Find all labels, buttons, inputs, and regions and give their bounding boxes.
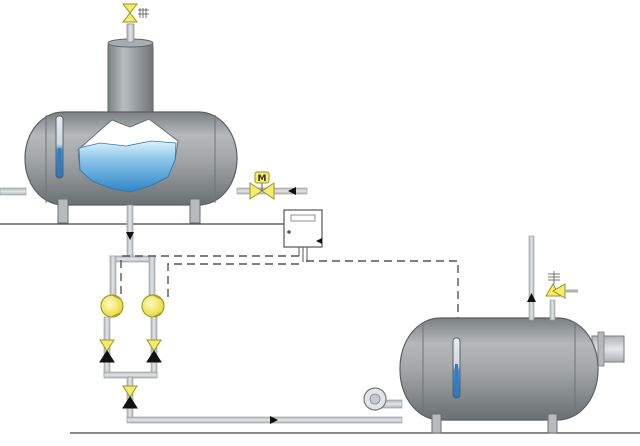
flow-arrow-icon [288,187,296,195]
pump-left[interactable] [100,294,124,318]
check-valve-left[interactable] [99,339,115,363]
level-gauge-icon [452,337,461,399]
signal-lines [120,255,459,322]
flow-arrow-icon [126,232,134,240]
check-valve-right[interactable] [146,339,162,363]
check-valve-icon [146,339,162,363]
blower-icon[interactable] [363,387,403,411]
upper-storage-tank [24,38,238,224]
pump-icon [100,294,124,318]
safety-valve-icon[interactable] [545,271,578,299]
check-valve-icon [122,385,138,409]
pump-right[interactable] [141,294,165,318]
lower-storage-tank [399,317,625,434]
lower-vent-assembly [527,235,578,321]
inlet-pipe-left [0,187,27,196]
vent-assembly [121,3,149,43]
check-valve-icon [99,339,115,363]
level-gauge-icon [55,115,64,179]
vent-valve-icon[interactable] [121,3,139,23]
suction-piping [109,204,156,297]
check-valve-common[interactable] [122,385,138,409]
flow-arrow-icon [270,416,278,424]
right-inlet-line: M [236,171,308,200]
flow-arrow-icon [527,293,536,302]
ground-lines [0,223,640,434]
motor-valve-label: M [258,174,267,184]
tank-liquid [78,140,177,193]
tank-body [399,317,599,421]
discharge-piping [103,316,403,424]
controller-icon[interactable] [283,209,323,262]
valve-actuator [254,171,270,184]
motorized-valve-icon[interactable]: M [249,171,275,200]
pump-icon [141,294,165,318]
tank-dome [107,41,154,118]
vent-spring-icon [138,8,149,18]
vent-spring-icon [548,271,560,284]
